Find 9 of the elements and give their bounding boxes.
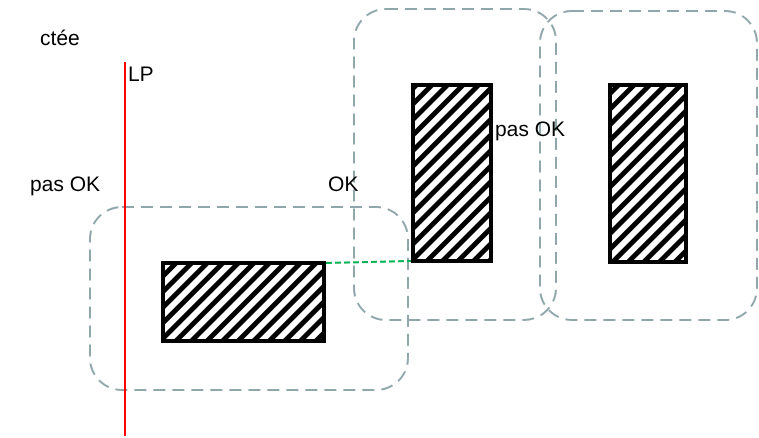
note-text: ctée [40, 28, 80, 49]
status-label: pas OK [30, 174, 100, 195]
status-label: OK [328, 174, 358, 195]
status-label: pas OK [495, 119, 566, 140]
building-footprint [411, 83, 493, 263]
building-footprint [161, 261, 326, 343]
boundary-label: LP [128, 64, 154, 85]
building-footprint [608, 83, 688, 264]
connector-line [326, 260, 412, 264]
